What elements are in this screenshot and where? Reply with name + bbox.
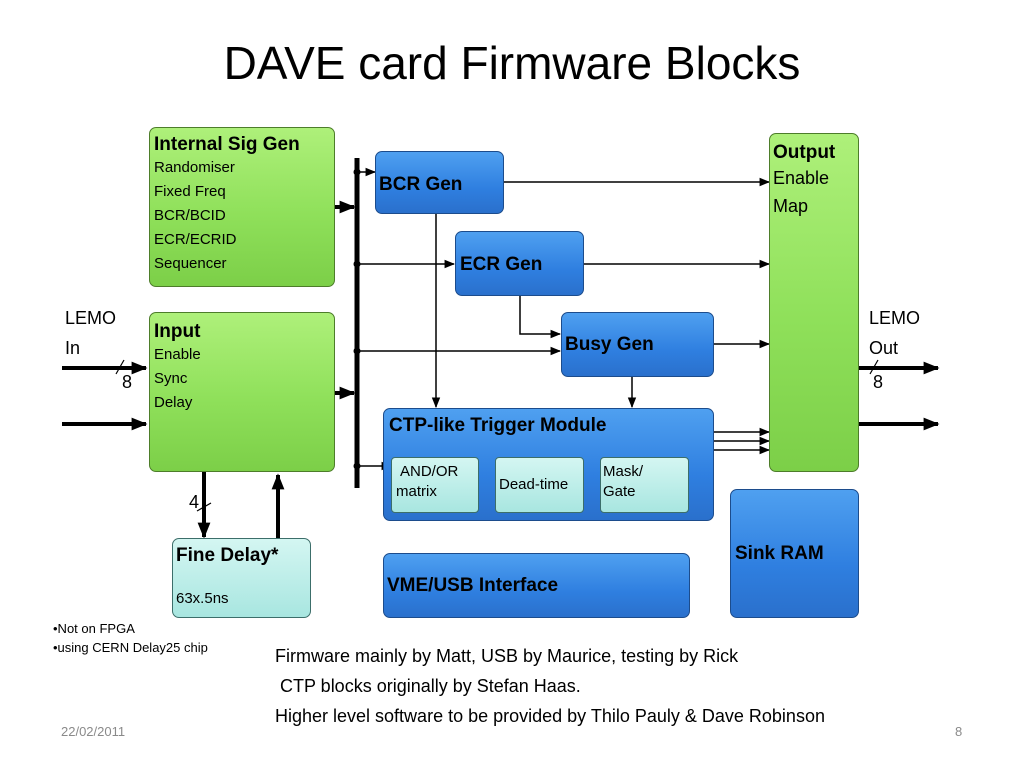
vme-usb-interface-block: VME/USB Interface (383, 553, 690, 618)
output-item: Enable (773, 168, 830, 188)
input-block: Input Enable Sync Delay (149, 312, 335, 472)
busy-gen-title: Busy Gen (565, 334, 654, 355)
and-or-label-1: AND/OR (400, 463, 459, 480)
sink-ram-title: Sink RAM (735, 543, 824, 564)
note-2: •using CERN Delay25 chip (53, 640, 208, 655)
sig-gen-item: BCR/BCID (154, 207, 226, 224)
mask-gate-block: Mask/ Gate (600, 457, 689, 513)
bus-out-width: 8 (873, 372, 884, 392)
vme-usb-title: VME/USB Interface (387, 575, 559, 596)
credit-line-2: CTP blocks originally by Stefan Haas. (275, 676, 581, 696)
fine-delay-title: Fine Delay* (176, 545, 279, 566)
credit-line-3: Higher level software to be provided by … (275, 706, 825, 726)
ecr-gen-title: ECR Gen (460, 254, 543, 275)
bus-in-width: 8 (122, 372, 133, 392)
dead-time-block: Dead-time (495, 457, 584, 513)
internal-sig-gen-title: Internal Sig Gen (154, 134, 300, 155)
mask-gate-label-2: Gate (603, 483, 636, 500)
ecr-gen-block: ECR Gen (455, 231, 584, 296)
input-item: Enable (154, 346, 201, 363)
mask-gate-label-1: Mask/ (603, 463, 644, 480)
output-item: Map (773, 196, 809, 216)
input-item: Delay (154, 394, 193, 411)
credit-line-1: Firmware mainly by Matt, USB by Maurice,… (275, 646, 739, 666)
footer-page-number: 8 (955, 724, 963, 739)
fine-delay-block: Fine Delay* 63x.5ns (172, 538, 311, 618)
sink-ram-block: Sink RAM (730, 489, 859, 618)
sig-gen-item: ECR/ECRID (154, 231, 237, 248)
fine-delay-width: 4 (189, 492, 200, 512)
lemo-in-label-1: LEMO (65, 308, 117, 328)
busy-gen-block: Busy Gen (561, 312, 714, 377)
page-title: DAVE card Firmware Blocks (223, 37, 801, 89)
bcr-gen-title: BCR Gen (379, 174, 463, 195)
output-title: Output (773, 142, 836, 163)
lemo-out-label-1: LEMO (869, 308, 921, 328)
ctp-module-title: CTP-like Trigger Module (389, 415, 607, 436)
bcr-gen-block: BCR Gen (375, 151, 504, 214)
sig-gen-item: Fixed Freq (154, 183, 226, 200)
dead-time-label: Dead-time (499, 476, 569, 493)
sig-gen-item: Randomiser (154, 159, 235, 176)
note-1: •Not on FPGA (53, 621, 135, 636)
lemo-out-label-2: Out (869, 338, 899, 358)
and-or-label-2: matrix (396, 483, 437, 500)
input-item: Sync (154, 370, 188, 387)
lemo-in-label-2: In (65, 338, 81, 358)
footer-date: 22/02/2011 (61, 724, 126, 739)
sig-gen-item: Sequencer (154, 255, 227, 272)
internal-sig-gen-block: Internal Sig Gen Randomiser Fixed Freq B… (149, 127, 335, 287)
fine-delay-value: 63x.5ns (176, 590, 229, 607)
output-block: Output Enable Map (769, 133, 859, 472)
input-title: Input (154, 321, 201, 342)
and-or-matrix-block: AND/OR matrix (391, 457, 479, 513)
